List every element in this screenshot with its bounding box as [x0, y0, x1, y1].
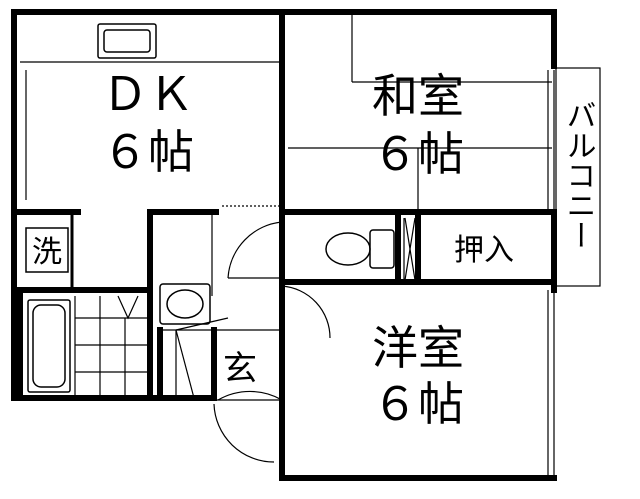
toilet [325, 229, 395, 269]
washbasin [159, 283, 211, 325]
fixtures [27, 23, 395, 393]
genkan-label: 玄 [223, 349, 257, 389]
senmen-label: 洗 [32, 235, 62, 270]
door-swings [175, 221, 331, 463]
oshiire-label: 押入 [454, 233, 514, 268]
washitsu-room-size: ６帖 [372, 127, 464, 181]
yoshitsu-room-label: 洋室 [372, 321, 464, 375]
yoshitsu-room-size: ６帖 [372, 377, 464, 431]
balcony-label: バルコニー [561, 100, 596, 250]
dk-room-label: ＤＫ [102, 67, 194, 121]
dk-room-size: ６帖 [102, 125, 194, 179]
walls [11, 9, 557, 481]
bathtub [27, 299, 71, 393]
washitsu-room-label: 和室 [372, 69, 464, 123]
kitchen-sink [97, 23, 157, 59]
